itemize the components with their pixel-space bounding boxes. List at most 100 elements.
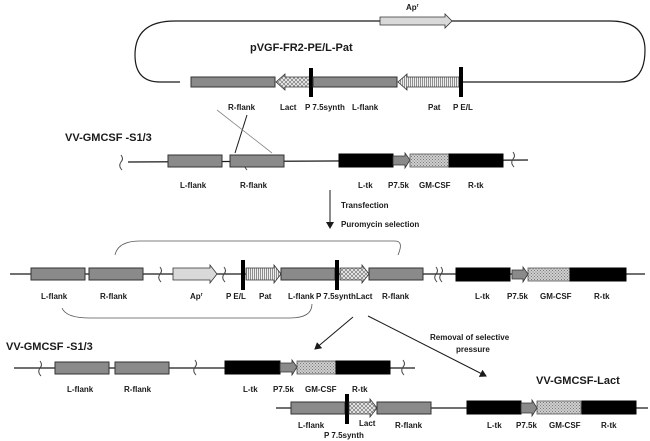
intermediate-construct: L-flank R-flank Apr P E/L Pat L-flank P … [10,240,645,319]
rev-p75k-label: P7.5k [273,385,294,394]
rev-r-tk-label: R-tk [352,385,368,394]
parent-l-tk-box [338,153,394,168]
product-virus: VV-GMCSF-Lact L-flank P 7.5synth Lact R-… [276,375,648,440]
prod-p75synth-promoter [345,394,349,424]
int-p75k-label: P7.5k [507,292,528,301]
prod-l-flank-box [290,401,346,415]
int-p75synth-promoter [335,260,339,290]
parent-l-flank-label: L-flank [180,181,207,190]
int-lact-label: Lact [356,292,373,301]
prod-p75k-label: P7.5k [516,421,537,430]
revertant-virus: VV-GMCSF -S1/3 L-flank R-flank L-tk P7.5… [6,341,415,394]
parent-virus-name: VV-GMCSF -S1/3 [65,132,152,144]
int-lact-arrow [339,263,370,285]
plasmid-pel-promoter [459,67,463,97]
parent-virus: VV-GMCSF -S1/3 L-flank R-flank L-tk P7.5… [65,132,529,190]
int-pat-label: Pat [259,292,272,301]
plasmid-backbone [134,20,646,83]
int-p75synth-label: P 7.5synth [316,292,356,301]
plasmid-pat-arrow [397,73,461,91]
prod-r-tk-label: R-tk [601,421,617,430]
int-r-flank-label: R-flank [100,292,128,301]
break-mark [222,266,226,283]
int-pel-promoter [241,260,245,290]
prod-p75synth-label: P 7.5synth [324,431,364,440]
break-mark [511,151,515,168]
product-virus-name: VV-GMCSF-Lact [536,375,620,387]
int-l-flank2-label: L-flank [288,292,315,301]
plasmid-p75synth-label: P 7.5synth [305,103,345,112]
int-r-tk-label: R-tk [594,292,610,301]
plasmid-p75synth-promoter [309,68,313,97]
parent-gmcsf-label: GM-CSF [419,181,451,190]
int-r-flank2-label: R-flank [382,292,410,301]
parent-l-tk-label: L-tk [358,181,373,190]
int-pat-arrow [245,263,282,285]
step1-line1: Transfection [341,201,389,210]
int-p75k-arrow [511,265,529,284]
revertant-virus-name: VV-GMCSF -S1/3 [6,341,93,353]
plasmid-l-flank-box [312,76,398,88]
prod-lact-arrow [348,397,378,419]
prod-lact-label: Lact [359,419,376,428]
rev-r-tk-box [335,360,391,375]
rev-gmcsf-box [296,360,337,375]
prod-r-tk-box [581,400,637,415]
product-arrow [367,315,487,377]
parent-p75k-label: P7.5k [388,181,409,190]
prod-l-tk-label: L-tk [487,421,502,430]
step2-line1: Removal of selective [430,333,510,342]
plasmid-r-flank-box [190,76,276,88]
parent-p75k-arrow [392,151,411,170]
upper-recombination-bracket [114,240,401,256]
prod-p75k-arrow [520,398,538,418]
int-r-flank-box [88,267,144,281]
int-pel-label: P E/L [226,292,246,301]
break-mark [434,266,443,283]
step1-line2: Puromycin selection [341,220,419,229]
plasmid-pel-label: P E/L [453,103,473,112]
plasmid-ap-label: Apr [406,3,419,12]
rev-gmcsf-label: GM-CSF [305,385,337,394]
int-ap-label: Apr [190,292,203,301]
crossover-line-2 [216,109,273,154]
int-r-flank2-box [368,267,424,281]
int-l-flank-label: L-flank [41,292,68,301]
break-mark [158,266,162,283]
prod-l-flank-label: L-flank [298,421,325,430]
break-mark [401,359,405,376]
parent-r-tk-box [448,153,504,168]
int-l-tk-box [455,267,511,282]
int-ap-arrow [172,263,218,285]
prod-gmcsf-box [536,400,582,415]
prod-l-tk-box [466,400,522,415]
prod-r-flank-box [376,401,432,415]
step2-line2: pressure [456,345,490,354]
prod-r-flank-label: R-flank [395,421,423,430]
parent-r-flank-label: R-flank [240,181,268,190]
plasmid-name: pVGF-FR2-PE/L-Pat [250,42,353,54]
rev-l-tk-box [224,360,281,375]
rev-l-flank-box [54,361,110,375]
int-r-tk-box [569,267,627,282]
ap-resistance-gene-arrow [379,13,453,29]
plasmid-lact-label: Lact [280,103,297,112]
crossover-line-1 [234,114,248,154]
int-l-flank-box [30,267,86,281]
rev-l-flank-label: L-flank [67,385,94,394]
break-mark [193,359,197,376]
int-l-tk-label: L-tk [475,292,490,301]
lower-recombination-bracket [61,303,313,319]
plasmid-pat-label: Pat [428,103,441,112]
plasmid-l-flank-label: L-flank [352,103,379,112]
int-l-flank2-box [280,267,336,281]
parent-l-flank-box [167,154,223,168]
parent-gmcsf-box [409,153,450,168]
plasmid-lact-arrow [275,73,312,91]
plasmid: Apr pVGF-FR2-PE/L-Pat R-flank Lact P 7.5… [134,3,646,112]
int-gmcsf-box [527,267,571,282]
break-mark [119,154,123,171]
revertant-arrow [314,316,354,350]
rev-r-flank-box [114,361,170,375]
